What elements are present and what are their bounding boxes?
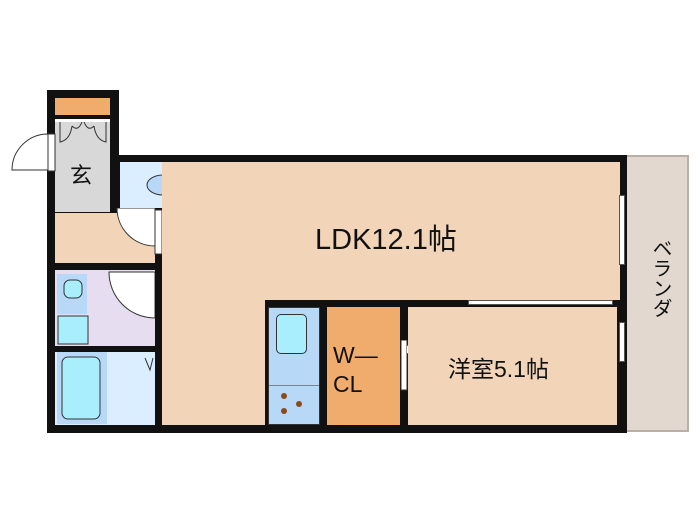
sink-icon — [276, 314, 307, 354]
western-room-label: 洋室5.1帖 — [448, 356, 549, 382]
ldk-lower — [162, 262, 265, 425]
wcl-label-line1: W— — [333, 342, 378, 368]
balcony-label: ベランダ — [649, 238, 671, 318]
window-western — [619, 322, 625, 362]
bathtub-icon — [57, 352, 154, 424]
balcony — [627, 155, 689, 432]
closet-doors-icon — [59, 122, 107, 143]
western-room — [408, 307, 617, 425]
stove-icon — [268, 385, 320, 414]
walk-in-closet — [327, 307, 400, 425]
entrance-door-icon — [11, 133, 56, 172]
ldk-label: LDK12.1帖 — [315, 224, 457, 256]
shoe-cabinet — [55, 98, 110, 115]
entrance-label: 玄 — [70, 163, 93, 188]
entrance-room — [55, 119, 110, 212]
washbasin-icon — [57, 271, 155, 345]
wcl-label-line2: CL — [333, 371, 363, 397]
sliding-door — [468, 300, 613, 305]
window-ldk — [619, 195, 625, 265]
